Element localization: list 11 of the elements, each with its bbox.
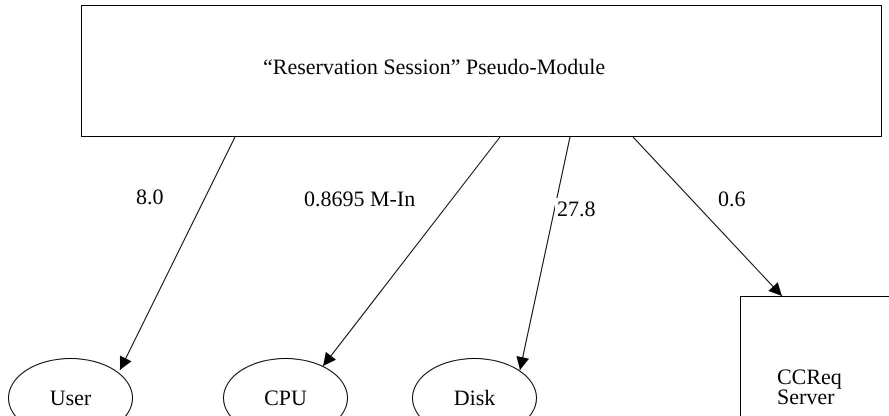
arrow — [120, 136, 236, 370]
node-label: User — [48, 387, 92, 409]
node-label: CPU — [263, 387, 308, 409]
arrow — [516, 136, 570, 370]
arrow — [632, 136, 782, 296]
server-box — [740, 296, 889, 416]
arrow — [322, 136, 500, 367]
node-label: Disk — [452, 387, 496, 409]
node-label: CCReq Server — [777, 367, 843, 407]
module-box — [81, 5, 882, 137]
node-label: “Reservation Session” Pseudo-Module — [263, 56, 606, 78]
